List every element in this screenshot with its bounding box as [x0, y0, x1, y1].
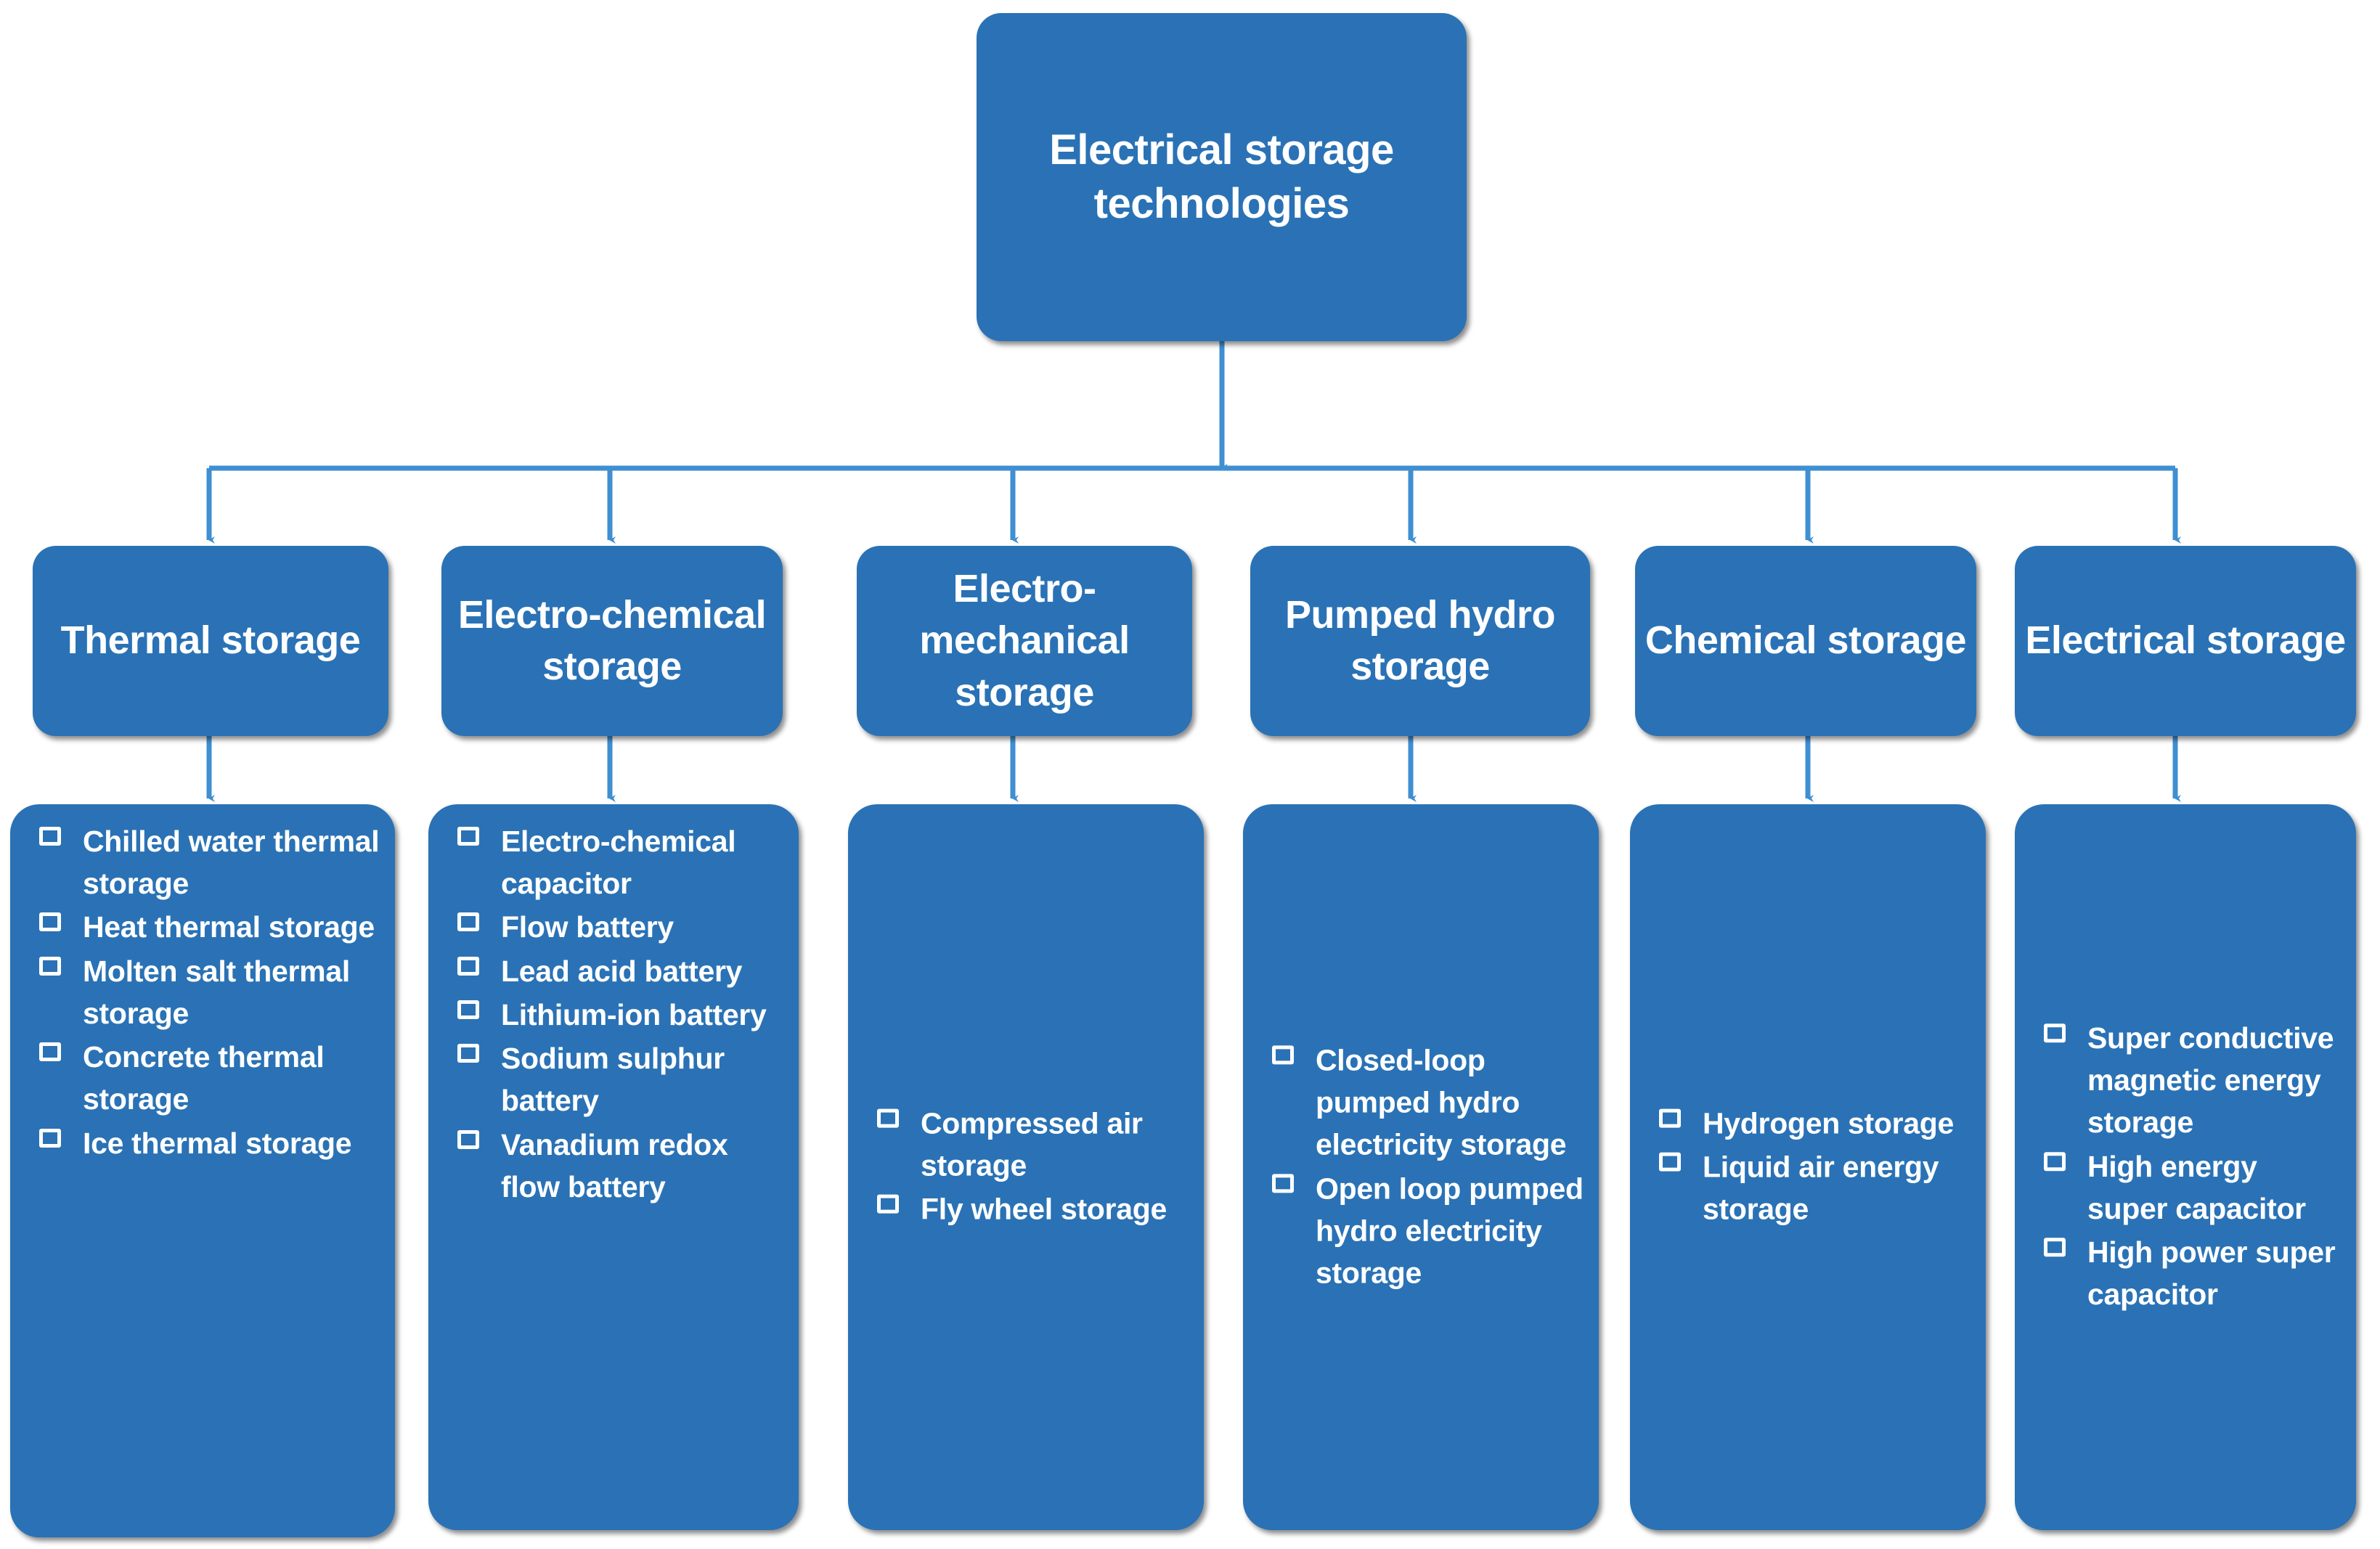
- list-item-label: Compressed air storage: [921, 1106, 1143, 1182]
- checkbox-square-bullet-icon: [1272, 1045, 1294, 1065]
- list-item-label: Lead acid battery: [501, 954, 743, 988]
- list-item-label: Fly wheel storage: [921, 1193, 1167, 1227]
- category-node-label: Chemical storage: [1645, 618, 1967, 663]
- list-item[interactable]: Closed-loop pumped hydro electricity sto…: [1268, 1039, 1586, 1166]
- list-item[interactable]: Molten salt thermal storage: [35, 950, 382, 1034]
- detail-list: Chilled water thermal storage Heat therm…: [35, 820, 382, 1164]
- list-item-label: Open loop pumped hydro electricity stora…: [1316, 1172, 1584, 1290]
- list-item[interactable]: High energy super capacitor: [2039, 1145, 2343, 1230]
- category-node-label: Electro-mechanical storage: [919, 567, 1130, 714]
- category-node-pumped-hydro-storage[interactable]: Pumped hydro storage: [1250, 546, 1590, 736]
- detail-box-pumped-hydro-storage[interactable]: Closed-loop pumped hydro electricity sto…: [1243, 804, 1599, 1530]
- list-item-label: Vanadium redox flow battery: [501, 1127, 728, 1203]
- list-item-label: Closed-loop pumped hydro electricity sto…: [1316, 1043, 1567, 1161]
- detail-box-chemical-storage[interactable]: Hydrogen storage Liquid air energy stora…: [1630, 804, 1986, 1530]
- list-item[interactable]: Open loop pumped hydro electricity stora…: [1268, 1167, 1586, 1294]
- detail-list: Hydrogen storage Liquid air energy stora…: [1655, 1103, 1973, 1231]
- checkbox-square-bullet-icon: [457, 1044, 479, 1063]
- checkbox-square-bullet-icon: [457, 827, 479, 846]
- checkbox-square-bullet-icon: [877, 1108, 899, 1128]
- checkbox-square-bullet-icon: [39, 912, 61, 932]
- list-item-label: Concrete thermal storage: [83, 1040, 325, 1116]
- list-item-label: Molten salt thermal storage: [83, 954, 350, 1030]
- category-node-chemical-storage[interactable]: Chemical storage: [1635, 546, 1976, 736]
- checkbox-square-bullet-icon: [457, 912, 479, 932]
- list-item-label: Electro-chemical capacitor: [501, 825, 736, 901]
- checkbox-square-bullet-icon: [39, 956, 61, 976]
- list-item-label: Heat thermal storage: [83, 910, 375, 944]
- checkbox-square-bullet-icon: [457, 1129, 479, 1149]
- detail-box-electro-chemical-storage[interactable]: Electro-chemical capacitor Flow battery …: [428, 804, 799, 1530]
- list-item-label: Liquid air energy storage: [1703, 1150, 1939, 1227]
- category-node-electro-mechanical-storage[interactable]: Electro-mechanical storage: [857, 546, 1192, 736]
- checkbox-square-bullet-icon: [2044, 1023, 2066, 1043]
- list-item[interactable]: Vanadium redox flow battery: [453, 1124, 786, 1208]
- detail-list: Electro-chemical capacitor Flow battery …: [453, 820, 786, 1208]
- list-item[interactable]: Lithium-ion battery: [453, 994, 786, 1036]
- list-item-label: Super conductive magnetic energy storage: [2087, 1021, 2334, 1140]
- detail-list: Compressed air storage Fly wheel storage: [873, 1103, 1191, 1231]
- list-item-label: High power super capacitor: [2087, 1235, 2336, 1312]
- list-item[interactable]: Flow battery: [453, 906, 786, 948]
- checkbox-square-bullet-icon: [2044, 1151, 2066, 1171]
- detail-box-electro-mechanical-storage[interactable]: Compressed air storage Fly wheel storage: [848, 804, 1204, 1530]
- list-item[interactable]: Super conductive magnetic energy storage: [2039, 1017, 2343, 1144]
- list-item-label: Hydrogen storage: [1703, 1106, 1955, 1140]
- checkbox-square-bullet-icon: [877, 1195, 899, 1214]
- category-node-electrical-storage[interactable]: Electrical storage: [2015, 546, 2356, 736]
- category-node-label: Thermal storage: [60, 618, 361, 663]
- list-item[interactable]: Chilled water thermal storage: [35, 820, 382, 904]
- detail-box-electrical-storage[interactable]: Super conductive magnetic energy storage…: [2015, 804, 2356, 1530]
- category-node-label: Pumped hydro storage: [1284, 592, 1556, 688]
- list-item[interactable]: Lead acid battery: [453, 950, 786, 992]
- list-item[interactable]: Fly wheel storage: [873, 1188, 1191, 1230]
- checkbox-square-bullet-icon: [457, 956, 479, 976]
- list-item-label: Sodium sulphur battery: [501, 1042, 725, 1118]
- list-item-label: High energy super capacitor: [2087, 1149, 2306, 1226]
- checkbox-square-bullet-icon: [39, 1128, 61, 1148]
- category-node-label: Electro-chemical storage: [457, 592, 767, 688]
- detail-box-thermal-storage[interactable]: Chilled water thermal storage Heat therm…: [10, 804, 395, 1537]
- category-node-thermal-storage[interactable]: Thermal storage: [33, 546, 388, 736]
- list-item[interactable]: Sodium sulphur battery: [453, 1037, 786, 1121]
- list-item-label: Lithium-ion battery: [501, 997, 767, 1031]
- root-node-label: Electrical storage technologies: [1049, 126, 1394, 227]
- checkbox-square-bullet-icon: [2044, 1238, 2066, 1257]
- list-item[interactable]: High power super capacitor: [2039, 1231, 2343, 1315]
- list-item[interactable]: Heat thermal storage: [35, 906, 382, 948]
- list-item[interactable]: Electro-chemical capacitor: [453, 820, 786, 904]
- list-item[interactable]: Hydrogen storage: [1655, 1103, 1973, 1145]
- checkbox-square-bullet-icon: [1659, 1152, 1681, 1172]
- list-item[interactable]: Concrete thermal storage: [35, 1036, 382, 1120]
- checkbox-square-bullet-icon: [39, 827, 61, 846]
- checkbox-square-bullet-icon: [457, 1000, 479, 1019]
- checkbox-square-bullet-icon: [1272, 1174, 1294, 1193]
- list-item-label: Flow battery: [501, 910, 674, 944]
- list-item[interactable]: Compressed air storage: [873, 1103, 1191, 1187]
- detail-list: Super conductive magnetic energy storage…: [2039, 1017, 2343, 1316]
- list-item[interactable]: Liquid air energy storage: [1655, 1146, 1973, 1230]
- detail-list: Closed-loop pumped hydro electricity sto…: [1268, 1039, 1586, 1293]
- list-item[interactable]: Ice thermal storage: [35, 1122, 382, 1164]
- category-node-electro-chemical-storage[interactable]: Electro-chemical storage: [441, 546, 783, 736]
- category-node-label: Electrical storage: [2025, 618, 2346, 663]
- list-item-label: Chilled water thermal storage: [83, 825, 380, 901]
- root-node-electrical-storage-technologies[interactable]: Electrical storage technologies: [977, 13, 1467, 341]
- checkbox-square-bullet-icon: [1659, 1108, 1681, 1128]
- list-item-label: Ice thermal storage: [83, 1126, 352, 1160]
- checkbox-square-bullet-icon: [39, 1042, 61, 1062]
